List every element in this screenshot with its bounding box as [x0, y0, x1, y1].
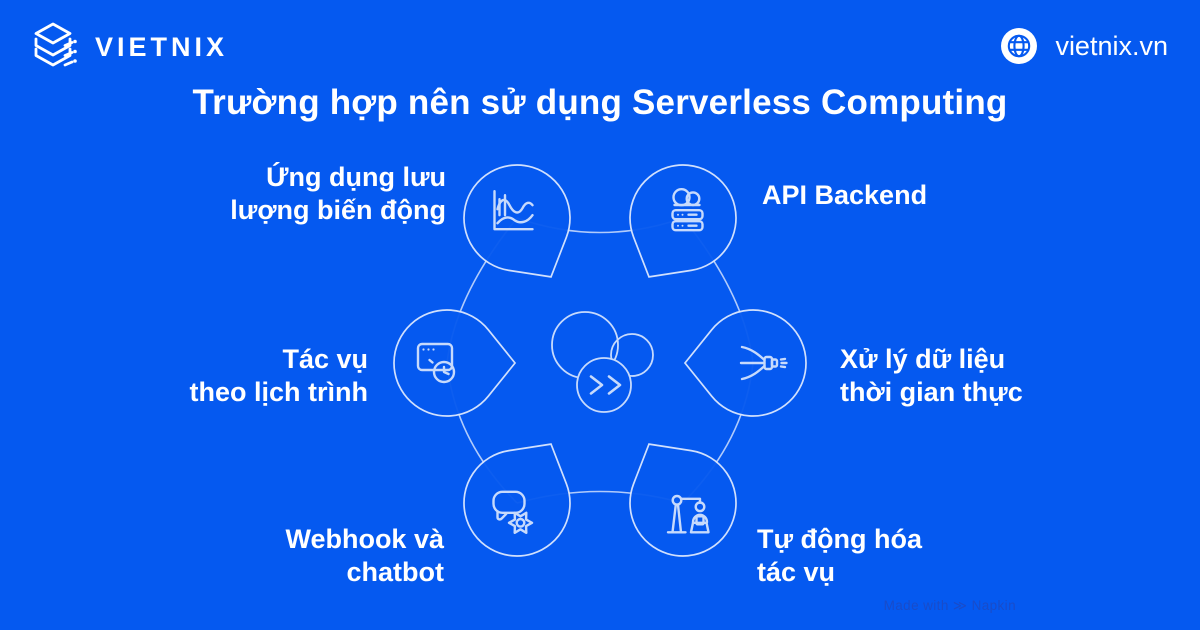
- node-label-schedule: Tác vụ theo lịch trình: [189, 344, 369, 407]
- node-label-api: API Backend: [762, 180, 928, 210]
- node-label-realtime: Xử lý dữ liệu thời gian thực: [840, 344, 1023, 407]
- website: vietnix.vn: [1000, 27, 1168, 65]
- page-title: Trường hợp nên sử dụng Serverless Comput…: [192, 83, 1008, 122]
- node-label-webhook: Webhook và chatbot: [285, 524, 444, 587]
- website-url: vietnix.vn: [1055, 30, 1168, 61]
- node-label-traffic: Ứng dụng lưu lượng biến động: [230, 162, 446, 225]
- node-shape-webhook: [463, 443, 571, 557]
- serverless-cloud-code-icon: [551, 311, 654, 413]
- napkin-watermark: Made with ≫ Napkin: [883, 598, 1016, 613]
- globe-icon: [1001, 28, 1038, 64]
- node-shape-automation: [629, 443, 737, 557]
- node-shape-schedule: [393, 309, 517, 417]
- brand-name: VIETNIX: [95, 31, 229, 62]
- node-label-automation: Tự động hóa tác vụ: [757, 524, 923, 587]
- code-badge-circle: [576, 357, 632, 413]
- brand: VIETNIX: [28, 20, 228, 74]
- cloud-small-hump: [610, 333, 654, 377]
- vietnix-layers-logo-icon: [34, 22, 77, 67]
- double-chevron-glyph: [589, 375, 622, 395]
